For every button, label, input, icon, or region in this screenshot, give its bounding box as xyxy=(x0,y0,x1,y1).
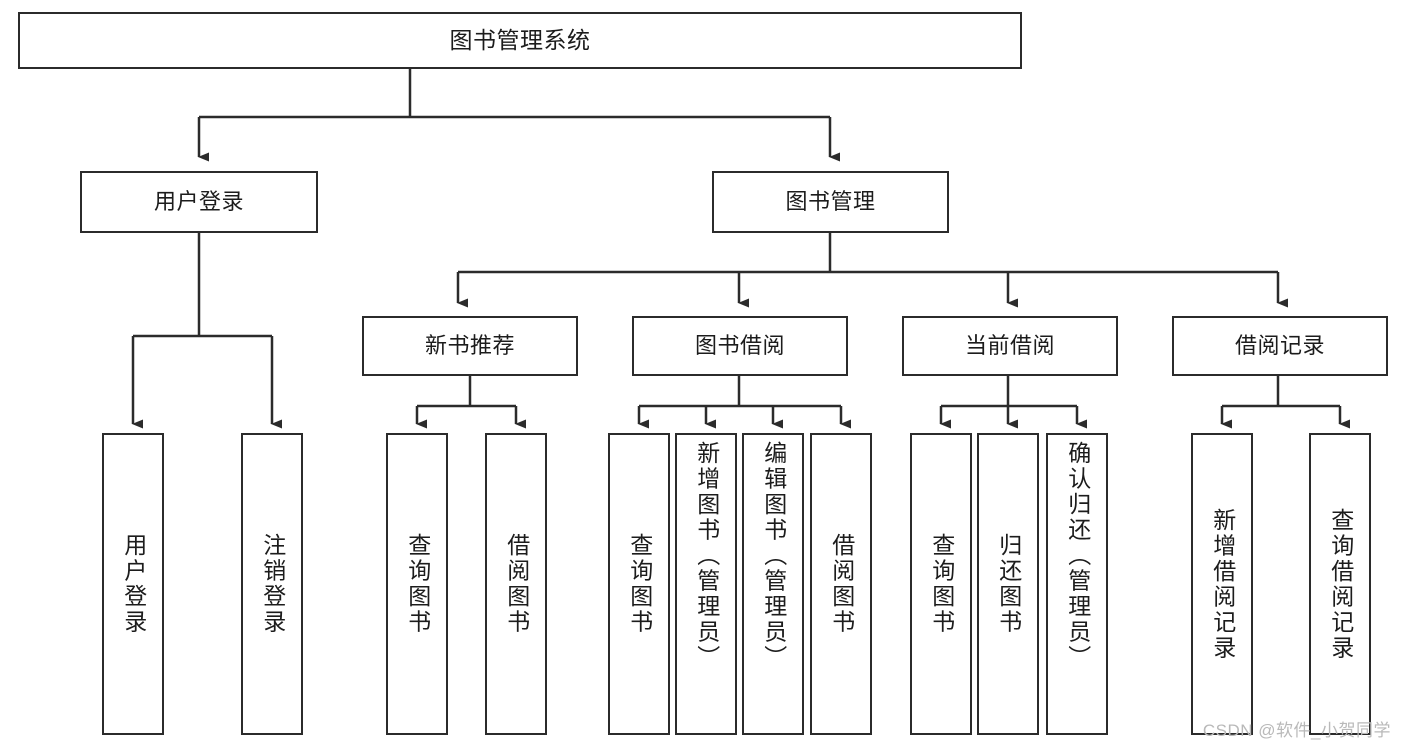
node-borrow-record[interactable]: 借阅记录 xyxy=(1172,316,1388,376)
node-leaf-query-book-3-label: 查询图书 xyxy=(928,533,955,635)
node-current-borrow[interactable]: 当前借阅 xyxy=(902,316,1118,376)
node-leaf-borrow-book-1[interactable]: 借阅图书 xyxy=(485,433,547,735)
node-leaf-add-record-label: 新增借阅记录 xyxy=(1209,507,1236,661)
node-leaf-add-book-label: 新增图书（管理员） xyxy=(693,441,720,671)
node-leaf-borrow-book-2[interactable]: 借阅图书 xyxy=(810,433,872,735)
node-user-login[interactable]: 用户登录 xyxy=(80,171,318,233)
node-leaf-query-book-2[interactable]: 查询图书 xyxy=(608,433,670,735)
node-new-book-recommend[interactable]: 新书推荐 xyxy=(362,316,578,376)
node-leaf-query-book-2-label: 查询图书 xyxy=(626,533,653,635)
node-leaf-edit-book[interactable]: 编辑图书（管理员） xyxy=(742,433,804,735)
node-leaf-logout[interactable]: 注销登录 xyxy=(241,433,303,735)
node-book-manage[interactable]: 图书管理 xyxy=(712,171,949,233)
node-leaf-query-book-3[interactable]: 查询图书 xyxy=(910,433,972,735)
node-leaf-return-book[interactable]: 归还图书 xyxy=(977,433,1039,735)
node-leaf-user-login-label: 用户登录 xyxy=(120,533,147,635)
node-leaf-query-record-label: 查询借阅记录 xyxy=(1327,507,1354,661)
node-leaf-borrow-book-2-label: 借阅图书 xyxy=(828,533,855,635)
node-leaf-return-book-label: 归还图书 xyxy=(995,533,1022,635)
node-root[interactable]: 图书管理系统 xyxy=(18,12,1022,69)
node-user-login-label: 用户登录 xyxy=(153,189,244,215)
node-leaf-query-book-1-label: 查询图书 xyxy=(404,533,431,635)
node-leaf-borrow-book-1-label: 借阅图书 xyxy=(503,533,530,635)
node-book-borrow-label: 图书借阅 xyxy=(694,333,785,359)
node-borrow-record-label: 借阅记录 xyxy=(1234,333,1325,359)
node-leaf-query-book-1[interactable]: 查询图书 xyxy=(386,433,448,735)
node-book-manage-label: 图书管理 xyxy=(785,189,876,215)
node-leaf-user-login[interactable]: 用户登录 xyxy=(102,433,164,735)
node-leaf-add-record[interactable]: 新增借阅记录 xyxy=(1191,433,1253,735)
node-leaf-edit-book-label: 编辑图书（管理员） xyxy=(760,441,787,671)
node-leaf-add-book[interactable]: 新增图书（管理员） xyxy=(675,433,737,735)
node-leaf-confirm-return-label: 确认归还（管理员） xyxy=(1064,441,1091,671)
node-leaf-query-record[interactable]: 查询借阅记录 xyxy=(1309,433,1371,735)
node-book-borrow[interactable]: 图书借阅 xyxy=(632,316,848,376)
node-root-label: 图书管理系统 xyxy=(449,27,591,54)
node-leaf-logout-label: 注销登录 xyxy=(259,533,286,635)
node-new-book-recommend-label: 新书推荐 xyxy=(424,333,515,359)
node-current-borrow-label: 当前借阅 xyxy=(964,333,1055,359)
node-leaf-confirm-return[interactable]: 确认归还（管理员） xyxy=(1046,433,1108,735)
